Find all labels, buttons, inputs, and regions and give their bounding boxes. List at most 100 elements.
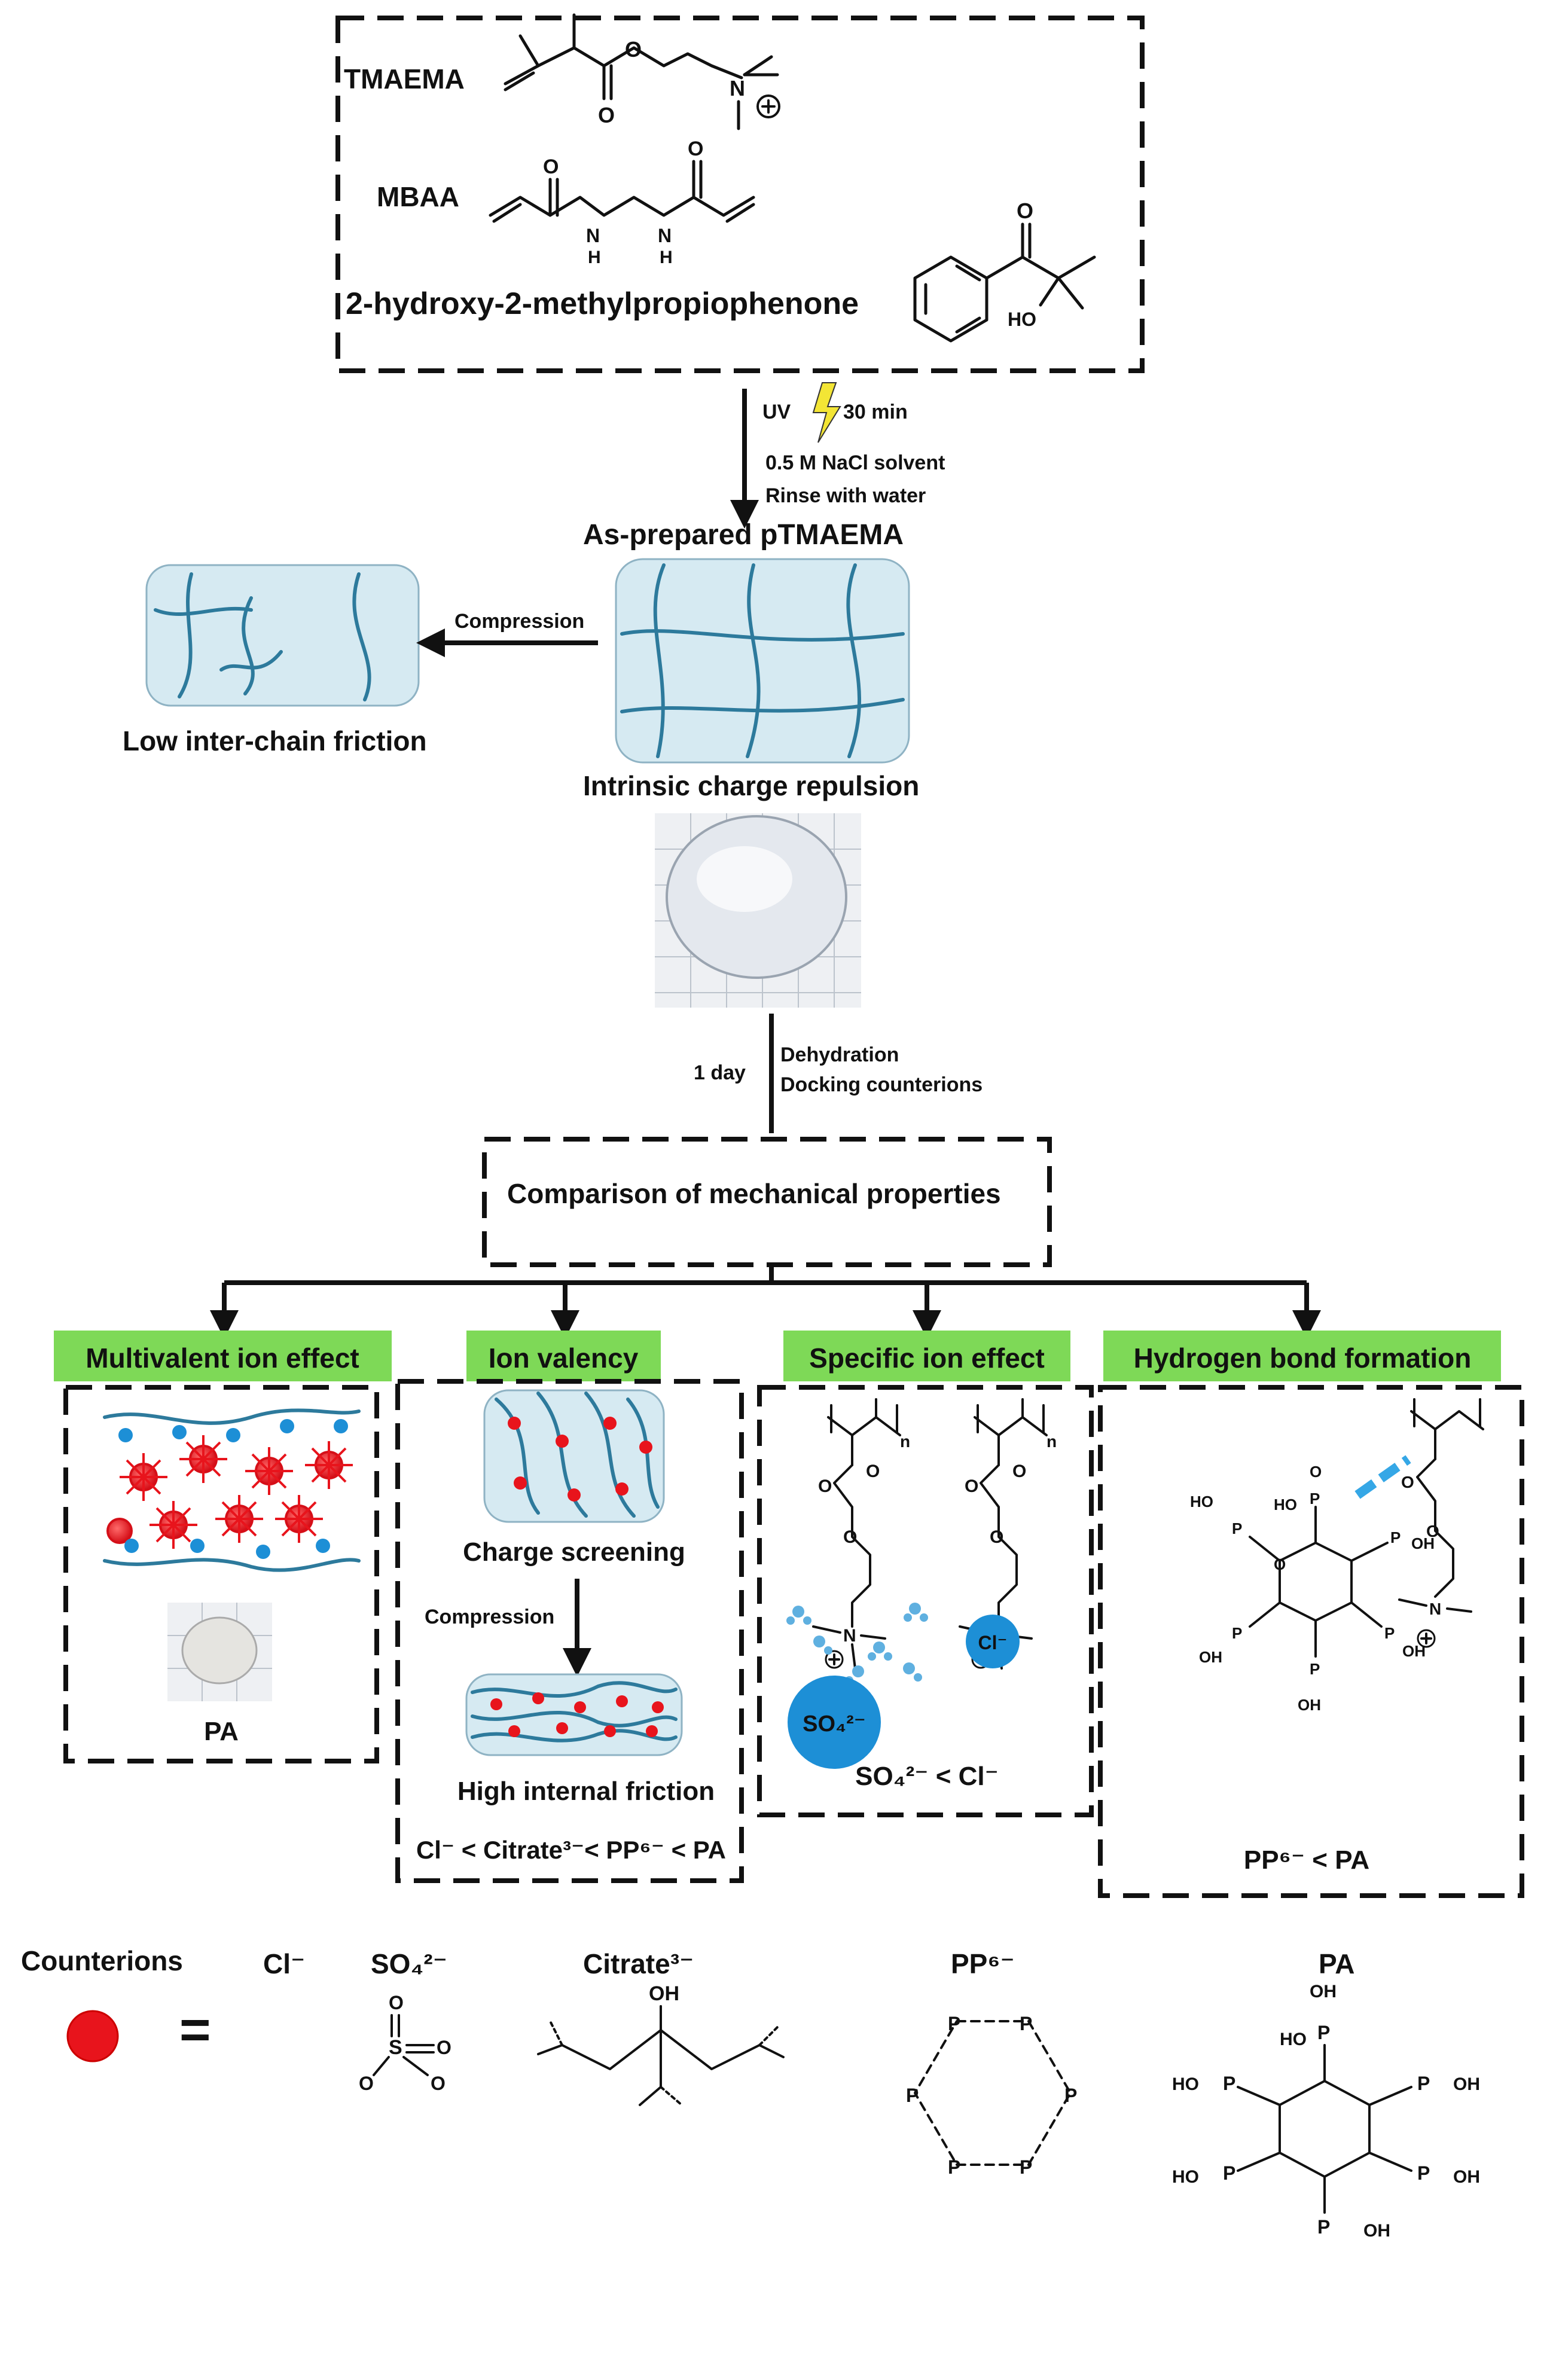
svg-text:OH: OH [1310, 1982, 1337, 2001]
panel-ion-valency: Ion valency Charge screening Compression [395, 1331, 744, 1883]
svg-text:OH: OH [1411, 1534, 1435, 1552]
svg-text:Ion valency: Ion valency [489, 1342, 639, 1374]
svg-text:O: O [1401, 1473, 1414, 1491]
svg-text:O: O [437, 2037, 451, 2058]
svg-text:Specific ion effect: Specific ion effect [809, 1342, 1045, 1374]
svg-text:SO₄²⁻ < Cl⁻: SO₄²⁻ < Cl⁻ [855, 1762, 999, 1791]
so4-ion [788, 1676, 881, 1769]
pa-photo [167, 1603, 272, 1701]
svg-text:O: O [1310, 1463, 1322, 1481]
svg-text:OH: OH [649, 1982, 679, 2005]
svg-text:H: H [588, 248, 601, 267]
svg-text:PA: PA [204, 1717, 239, 1746]
svg-text:N: N [843, 1626, 856, 1646]
svg-text:O: O [1426, 1522, 1439, 1540]
svg-text:OH: OH [1298, 1696, 1321, 1714]
svg-text:P: P [1232, 1624, 1242, 1642]
svg-text:O: O [843, 1527, 857, 1547]
panel-multivalent: Multivalent ion effect [54, 1331, 392, 1763]
svg-text:0.5 M NaCl solvent: 0.5 M NaCl solvent [765, 451, 945, 474]
svg-text:SO₄²⁻: SO₄²⁻ [371, 1948, 447, 1979]
pa-structure: P OH HO P OH P OH P OH P HO P HO [1172, 1982, 1480, 2241]
dehydration-step: 1 day Dehydration Docking counterions [694, 1014, 983, 1133]
svg-text:n: n [1047, 1432, 1057, 1451]
counterion-dot [66, 2010, 119, 2062]
svg-text:Multivalent ion effect: Multivalent ion effect [86, 1342, 359, 1374]
charge-repulsion-label: Intrinsic charge repulsion [583, 770, 919, 801]
repeat-unit-hb: O O N [1398, 1398, 1484, 1648]
svg-text:=: = [179, 2000, 211, 2060]
panel-hydrogen-bond: Hydrogen bond formation O P HO O P OH P … [1098, 1331, 1524, 1898]
svg-text:P: P [948, 2013, 960, 2034]
svg-text:Counterions: Counterions [21, 1945, 183, 1976]
comparison-label: Comparison of mechanical properties [507, 1178, 1001, 1209]
svg-text:Compression: Compression [425, 1606, 554, 1628]
low-friction-label: Low inter-chain friction [123, 725, 427, 756]
svg-text:P: P [1417, 2162, 1430, 2184]
svg-text:H: H [660, 248, 673, 267]
svg-text:P: P [1020, 2156, 1032, 2178]
svg-text:P: P [1064, 2085, 1077, 2106]
friction-gel [465, 1673, 683, 1756]
gel-photo [655, 813, 861, 1008]
svg-text:O: O [1274, 1555, 1286, 1573]
low-friction-gel [145, 564, 420, 707]
svg-text:P: P [1232, 1519, 1242, 1537]
svg-text:High internal friction: High internal friction [457, 1777, 715, 1806]
tmaema-label: TMAEMA [344, 63, 465, 94]
svg-text:P: P [1384, 1624, 1395, 1642]
svg-text:P: P [1223, 2073, 1235, 2094]
pp-structure: P P P P P P [906, 2013, 1077, 2178]
svg-text:HO: HO [1008, 309, 1036, 330]
comparison-box [482, 1137, 1052, 1267]
panel-specific-ion: Specific ion effect n O O O N [757, 1331, 1094, 1817]
svg-text:HO: HO [1190, 1493, 1213, 1511]
svg-text:OH: OH [1453, 2167, 1480, 2187]
svg-text:N: N [658, 225, 672, 246]
svg-text:HO: HO [1280, 2030, 1307, 2049]
svg-text:P: P [1317, 2022, 1330, 2043]
svg-text:P: P [906, 2085, 919, 2106]
citrate-structure: OH [537, 1982, 785, 2106]
svg-text:OH: OH [1199, 1648, 1222, 1666]
svg-text:O: O [431, 2073, 446, 2094]
uv-label: UV [762, 401, 791, 423]
svg-text:P: P [1310, 1490, 1320, 1508]
svg-text:PA: PA [1319, 1948, 1355, 1979]
svg-text:PP⁶⁻: PP⁶⁻ [951, 1948, 1015, 1979]
svg-text:P: P [1317, 2216, 1330, 2238]
svg-text:1 day: 1 day [694, 1061, 746, 1084]
lightning-icon [812, 382, 841, 443]
svg-text:P: P [1390, 1528, 1401, 1546]
initiator-label: 2-hydroxy-2-methylpropiophenone [346, 286, 859, 321]
svg-text:O: O [965, 1476, 978, 1496]
repeat-unit-right: n O O O N [959, 1398, 1057, 1670]
svg-text:P: P [1310, 1660, 1320, 1678]
svg-text:OH: OH [1363, 2221, 1390, 2241]
svg-text:O: O [818, 1476, 832, 1496]
svg-text:Charge screening: Charge screening [463, 1537, 685, 1567]
mbaa-structure: O O N H N H [489, 138, 755, 267]
svg-text:O: O [1017, 199, 1033, 223]
svg-text:Cl⁻: Cl⁻ [978, 1632, 1008, 1653]
svg-text:Hydrogen bond formation: Hydrogen bond formation [1134, 1342, 1472, 1374]
svg-text:N: N [1429, 1600, 1441, 1618]
monomer-box: TMAEMA O O N MBAA [335, 13, 1145, 373]
svg-text:N: N [586, 225, 600, 246]
svg-text:SO₄²⁻: SO₄²⁻ [803, 1711, 866, 1737]
branch-connector [210, 1265, 1321, 1339]
svg-text:O: O [359, 2073, 374, 2094]
svg-text:HO: HO [1172, 2167, 1199, 2187]
svg-text:30 min: 30 min [843, 401, 908, 423]
svg-text:O: O [990, 1527, 1003, 1547]
svg-text:P: P [1223, 2162, 1235, 2184]
initiator-structure: O HO [913, 199, 1096, 343]
svg-text:O: O [866, 1461, 880, 1481]
svg-text:O: O [688, 138, 703, 160]
svg-text:n: n [900, 1432, 910, 1451]
svg-text:P: P [1417, 2073, 1430, 2094]
counterion-legend: Counterions = Cl⁻ SO₄²⁻ S O O O O Citrat… [21, 1945, 1480, 2241]
mbaa-label: MBAA [377, 181, 459, 212]
svg-text:P: P [948, 2156, 960, 2178]
